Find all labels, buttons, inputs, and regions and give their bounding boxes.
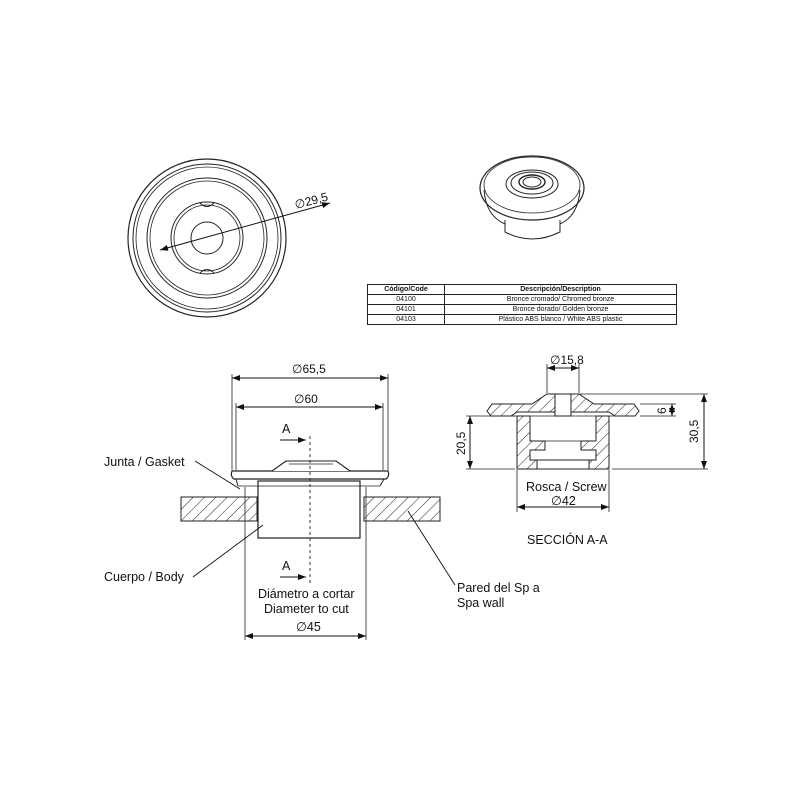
table-row: 04100 Bronce cromado/ Chromed bronze: [367, 294, 677, 305]
dim-hole-diameter: ∅15,8: [550, 353, 584, 367]
side-view: [180, 374, 456, 640]
product-code-table: Código/Code Descripción/Description 0410…: [367, 284, 677, 325]
thread-diameter: ∅42: [551, 494, 576, 508]
header-description: Descripción/Description: [444, 284, 677, 295]
cell-code: 04103: [367, 314, 445, 325]
table-header-row: Código/Code Descripción/Description: [367, 284, 677, 295]
dim-outer-diameter: ∅65,5: [292, 362, 326, 376]
wall-label-line2: Spa wall: [457, 596, 504, 610]
cell-description: Plástico ABS blanco / White ABS plastic: [444, 314, 677, 325]
cell-description: Bronce dorado/ Golden bronze: [444, 304, 677, 315]
section-marker-bottom: A: [282, 559, 291, 573]
cut-label-line1: Diámetro a cortar: [258, 587, 355, 601]
section-marker-top: A: [282, 422, 291, 436]
table-row: 04101 Bronce dorado/ Golden bronze: [367, 304, 677, 315]
cell-code: 04101: [367, 304, 445, 315]
dim-gasket-diameter: ∅60: [294, 392, 318, 406]
cut-label-line2: Diameter to cut: [264, 602, 349, 616]
wall-right: [363, 496, 441, 522]
table-row: 04103 Plástico ABS blanco / White ABS pl…: [367, 314, 677, 325]
top-view: [127, 158, 331, 318]
dim-total-height: 30,5: [687, 419, 701, 443]
dim-body-height: 20,5: [454, 431, 468, 455]
thread-label: Rosca / Screw: [526, 480, 608, 494]
wall-label-line1: Pared del Sp a: [457, 581, 540, 595]
label-gasket: Junta / Gasket: [104, 455, 185, 469]
cell-code: 04100: [367, 294, 445, 305]
header-code: Código/Code: [367, 284, 445, 295]
cut-diameter: ∅45: [296, 620, 321, 634]
body-outline: [257, 480, 361, 539]
label-body: Cuerpo / Body: [104, 570, 185, 584]
dim-flange-height: 6: [655, 407, 669, 414]
wall-left: [180, 496, 258, 522]
isometric-view: [479, 155, 585, 240]
section-title: SECCIÓN A-A: [527, 532, 608, 547]
cell-description: Bronce cromado/ Chromed bronze: [444, 294, 677, 305]
section-view: [466, 364, 708, 512]
